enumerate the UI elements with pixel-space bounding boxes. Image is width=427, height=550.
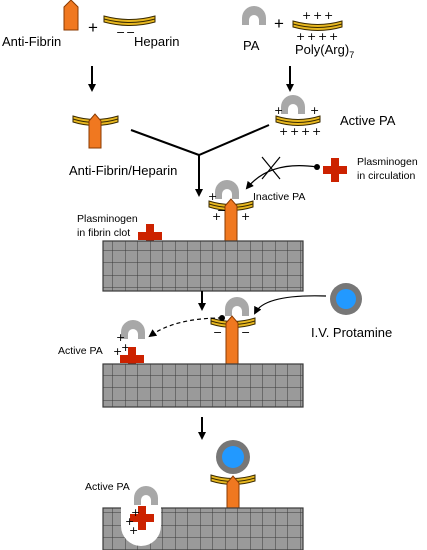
plus-sign-right: + [274, 14, 284, 33]
poly-arg-plus-bottom-4: + [329, 30, 338, 43]
active-pa-plus-2: + [310, 104, 319, 117]
plasminogen-clot-label-2: in fibrin clot [77, 227, 130, 239]
anti-fibrin-label: Anti-Fibrin [2, 34, 61, 49]
arrow-plasminogen-to-inactive [245, 165, 318, 190]
anti-fibrin-heparin-conjugate [72, 113, 119, 149]
active-pa-plus-3: + [279, 125, 288, 138]
inactive-pa-plus-3: + [241, 210, 250, 223]
poly-arg-plus-bottom-3: + [318, 30, 327, 43]
anti-fibrin-antibody-top [63, 0, 79, 31]
converging-lines [130, 124, 270, 157]
poly-arg-plus-bottom-2: + [307, 30, 316, 43]
heparin-minus-1: − [116, 26, 125, 39]
plasminogen-clot-label-1: Plasminogen [77, 213, 138, 225]
cavity-plus-1: + [131, 506, 140, 519]
plasminogen-circulation-label-1: Plasminogen [357, 156, 418, 168]
poly-arg-plus-bottom-1: + [296, 30, 305, 43]
fibrin-clot-1 [102, 240, 304, 292]
dashed-release-arrow [148, 317, 223, 338]
heparin-minus-2: − [126, 26, 135, 39]
plasminogen-clot-cross [138, 224, 162, 248]
released-pa-plus-3: + [113, 345, 122, 358]
poly-arg-plus-top-3: + [324, 9, 333, 22]
pa-label: PA [243, 38, 260, 53]
plasminogen-circulation-cross [323, 158, 347, 182]
pa-molecule-top [242, 6, 266, 25]
heparin-label: Heparin [134, 34, 180, 49]
inactive-pa-complex [208, 180, 254, 242]
step2-minus-2: − [241, 326, 250, 339]
plus-sign-left: + [88, 18, 98, 37]
heparin-complex-step2 [210, 297, 256, 366]
active-pa-plus-6: + [312, 125, 321, 138]
active-pa-complex-top [275, 95, 321, 126]
step2-minus-1: − [213, 326, 222, 339]
released-pa-plus-1: + [116, 331, 125, 344]
active-pa-mid-label: Active PA [58, 345, 103, 357]
poly-arg-plus-top-2: + [313, 9, 322, 22]
fibrin-clot-2 [102, 363, 304, 408]
heparin-strip-top [103, 15, 156, 26]
inactive-pa-plus-2: + [212, 210, 221, 223]
active-pa-in-cavity [134, 486, 158, 505]
iv-protamine-particle-1 [330, 283, 362, 315]
blocked-x-icon [261, 156, 281, 180]
plasminogen-circulation-label-2: in circulation [357, 170, 416, 182]
active-pa-plus-4: + [290, 125, 299, 138]
protamine-bound-complex [210, 440, 256, 511]
active-pa-bottom-label: Active PA [85, 481, 130, 493]
anti-fibrin-heparin-label: Anti-Fibrin/Heparin [69, 163, 177, 178]
active-pa-top-label: Active PA [340, 113, 396, 128]
released-active-pa [121, 320, 145, 339]
inactive-pa-label: Inactive PA [253, 191, 305, 203]
plasminogen-step2-cross [120, 347, 144, 371]
poly-arg-strip-top [292, 20, 343, 31]
released-pa-plus-2: + [121, 341, 130, 354]
active-pa-plus-5: + [301, 125, 310, 138]
plasminogen-cavity-cross [130, 506, 154, 530]
cavity-plus-2: + [125, 515, 134, 528]
poly-arg-label: Poly(Arg)7 [295, 42, 354, 60]
cavity-plus-3: + [129, 524, 138, 537]
poly-arg-plus-top-1: + [302, 9, 311, 22]
active-pa-plus-1: + [274, 104, 283, 117]
inactive-pa-plus-1: + [208, 190, 217, 203]
iv-protamine-label: I.V. Protamine [311, 325, 392, 340]
arrow-protamine-to-complex [254, 295, 327, 315]
inactive-pa-minus: − [217, 204, 226, 217]
